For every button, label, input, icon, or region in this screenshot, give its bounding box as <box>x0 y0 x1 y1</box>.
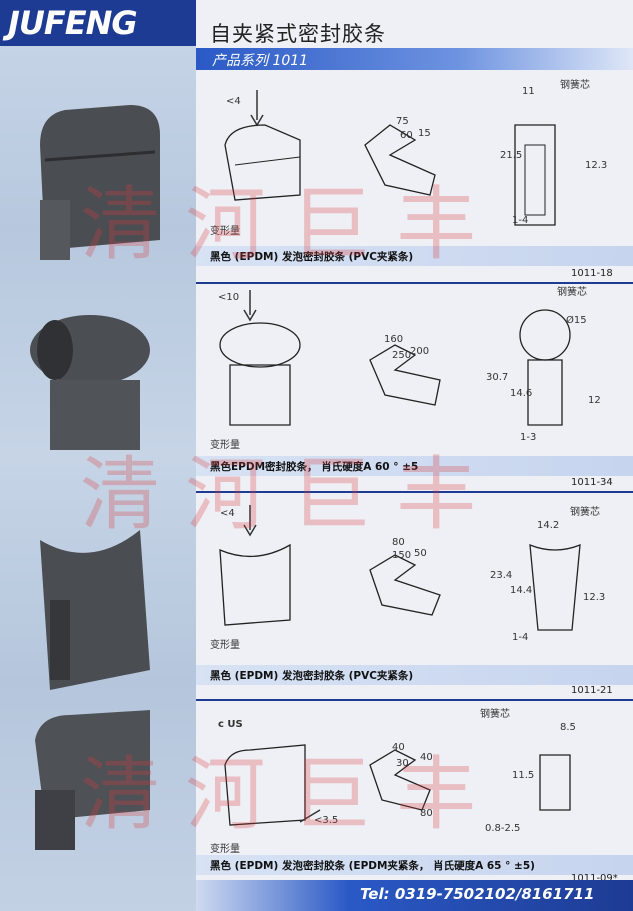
dim-total-height: 30.7 <box>486 372 509 383</box>
product-photo-3 <box>40 530 150 690</box>
dim-grip: 1-4 <box>512 632 529 643</box>
product-photo-4 <box>35 710 150 850</box>
dim-diameter: Ø15 <box>566 315 587 326</box>
deform-label: 变形量 <box>210 226 240 237</box>
product-code: 1011-34 <box>571 477 613 488</box>
angle-label: 30 <box>396 758 409 769</box>
dim-width: 11 <box>522 86 535 97</box>
angle-label: 150 <box>392 550 412 561</box>
product-code: 1011-21 <box>571 685 613 696</box>
caption-bar <box>196 855 633 875</box>
angle-label: 40 <box>420 752 433 763</box>
series-label: 产品系列 1011 <box>212 53 309 69</box>
section-divider <box>196 282 633 284</box>
dim-height-2: 14.4 <box>510 585 533 596</box>
dim-height-2: 14.6 <box>510 388 533 399</box>
dim-clamp-height: 12.3 <box>583 592 606 603</box>
section-divider <box>196 491 633 493</box>
dim-clamp-height: 12 <box>588 395 601 406</box>
angle-label: 15 <box>418 128 431 139</box>
angle-label: 80 <box>392 537 405 548</box>
product-code: 1011-09* <box>571 873 618 884</box>
product-code: 1011-18 <box>571 268 613 279</box>
angle-label: 80 <box>420 808 433 819</box>
steel-core-label: 钢簧芯 <box>557 287 587 298</box>
angle-label: 200 <box>410 346 430 357</box>
profile-drawing-1 <box>224 90 556 226</box>
product-caption: 黑色EPDM密封胶条， 肖氏硬度A 60 ° ±5 <box>210 461 419 473</box>
dim-grip: 1-4 <box>512 215 529 226</box>
angle-label: 75 <box>396 116 409 127</box>
angle-label: 40 <box>392 742 405 753</box>
force-label: <4 <box>226 96 241 107</box>
caption-bar <box>196 665 633 685</box>
angle-label: 250 <box>392 350 412 361</box>
dim-total-height: 21.5 <box>500 150 523 161</box>
logo-box: JUFENG <box>0 0 196 46</box>
product-caption: 黑色 (EPDM) 发泡密封胶条 (PVC夹紧条) <box>210 251 414 263</box>
footer-bar <box>196 880 633 911</box>
product-caption: 黑色 (EPDM) 发泡密封胶条 (EPDM夹紧条， 肖氏硬度A 65 ° ±5… <box>210 860 535 872</box>
page-title: 自夹紧式密封胶条 <box>210 22 386 46</box>
steel-core-label: 钢簧芯 <box>480 709 510 720</box>
caption-bar <box>196 246 633 266</box>
deform-label: 变形量 <box>210 844 240 855</box>
force-label: <3.5 <box>314 815 339 826</box>
dim-total-height: 11.5 <box>512 770 535 781</box>
dim-width: 8.5 <box>560 722 576 733</box>
product-caption: 黑色 (EPDM) 发泡密封胶条 (PVC夹紧条) <box>210 670 414 682</box>
angle-label: 160 <box>384 334 404 345</box>
section-divider <box>196 699 633 701</box>
angle-label: 60 <box>400 130 413 141</box>
force-label: <4 <box>220 508 235 519</box>
dim-width: 14.2 <box>537 520 560 531</box>
caption-bar <box>196 456 633 476</box>
product-photo-1 <box>40 105 160 260</box>
dim-grip: 0.8-2.5 <box>485 823 521 834</box>
profile-drawing-4 <box>224 744 571 826</box>
deform-label: 变形量 <box>210 640 240 651</box>
series-bar <box>196 48 633 70</box>
profile-drawing-3 <box>219 505 581 631</box>
profile-drawing-2 <box>219 290 571 426</box>
dim-total-height: 23.4 <box>490 570 513 581</box>
certification-mark: c US <box>218 719 243 730</box>
phone-number: Tel: 0319-7502102/8161711 <box>360 885 595 903</box>
brand-logo: JUFENG <box>8 4 138 42</box>
deform-label: 变形量 <box>210 440 240 451</box>
product-photo-2 <box>30 315 150 450</box>
steel-core-label: 钢簧芯 <box>560 80 590 91</box>
dim-clamp-height: 12.3 <box>585 160 608 171</box>
force-label: <10 <box>218 292 240 303</box>
angle-label: 50 <box>414 548 427 559</box>
steel-core-label: 钢簧芯 <box>570 507 600 518</box>
dim-grip: 1-3 <box>520 432 537 443</box>
